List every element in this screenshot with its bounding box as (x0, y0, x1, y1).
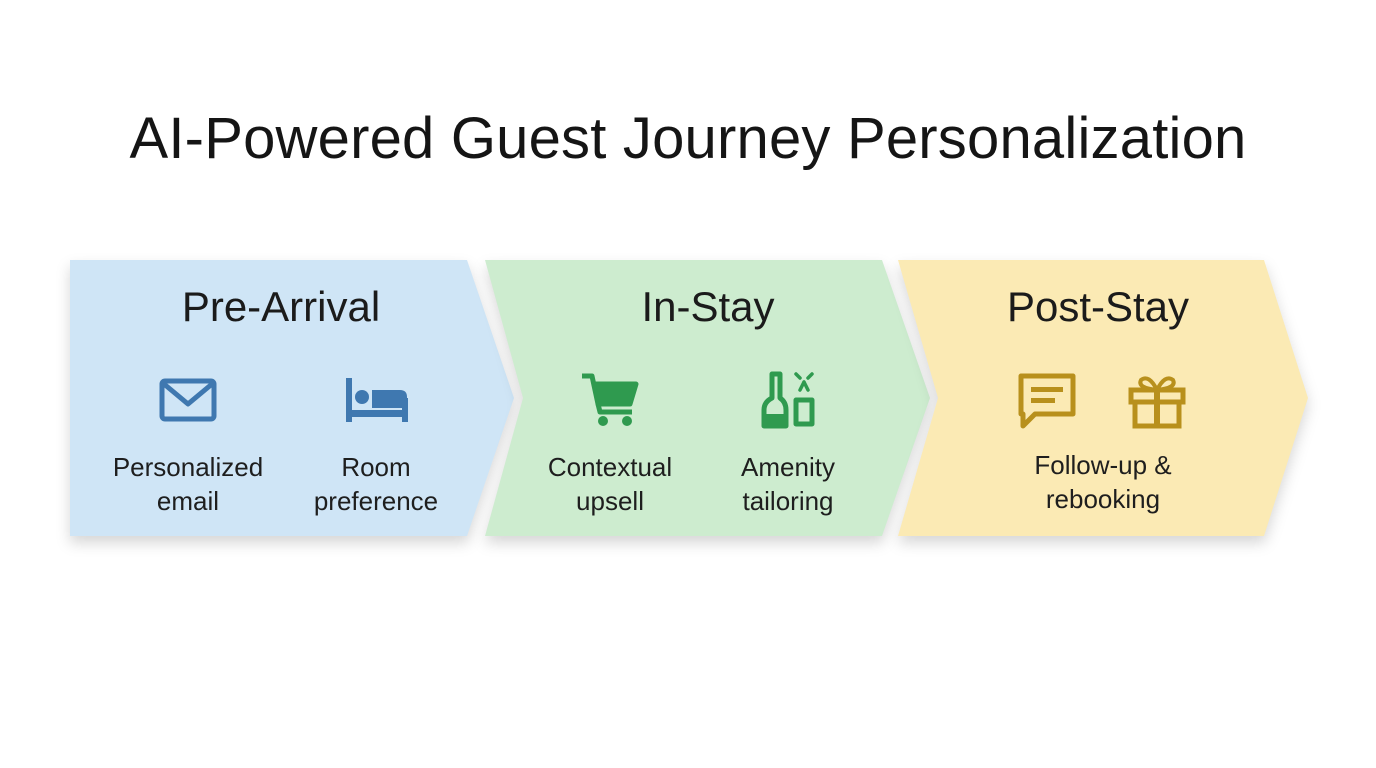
item-label: Room preference (313, 452, 439, 516)
stage-title: Pre-Arrival (181, 283, 381, 330)
stage-item: Room preference (288, 370, 464, 518)
stage-post-stay-chevron (898, 260, 1308, 536)
envelope-icon (159, 378, 217, 422)
bed-icon (346, 378, 408, 422)
stage-in-stay-chevron (485, 260, 930, 536)
stage-pre-arrival-chevron (70, 260, 514, 536)
stage-item: Amenity tailoring (703, 370, 873, 518)
toiletries-icon (761, 371, 815, 429)
stage-item: Personalized email (98, 370, 278, 518)
stage-title: Post-Stay (1006, 283, 1190, 330)
item-label: Personalized email (112, 452, 264, 516)
stage-pre-arrival: Pre-Arrival Personalized email Room pref… (70, 260, 514, 536)
stage-in-stay: In-Stay Contextual upsell Amenity tailor… (485, 260, 930, 536)
stage-item (1122, 370, 1192, 430)
item-label: Amenity tailoring (741, 452, 835, 516)
message-bubble-icon (1018, 373, 1076, 429)
shared-item-label: Follow-up & rebooking (1034, 450, 1172, 514)
gift-icon (1128, 376, 1186, 429)
stage-item: Contextual upsell (525, 370, 695, 518)
stage-post-stay: Post-Stay Follow-up & rebooking (898, 260, 1308, 536)
stage-title: In-Stay (641, 283, 775, 330)
stage-item (1012, 370, 1082, 430)
diagram-title: AI-Powered Guest Journey Personalization (129, 106, 1247, 171)
shopping-cart-icon (582, 373, 639, 426)
item-label: Contextual upsell (547, 452, 673, 516)
